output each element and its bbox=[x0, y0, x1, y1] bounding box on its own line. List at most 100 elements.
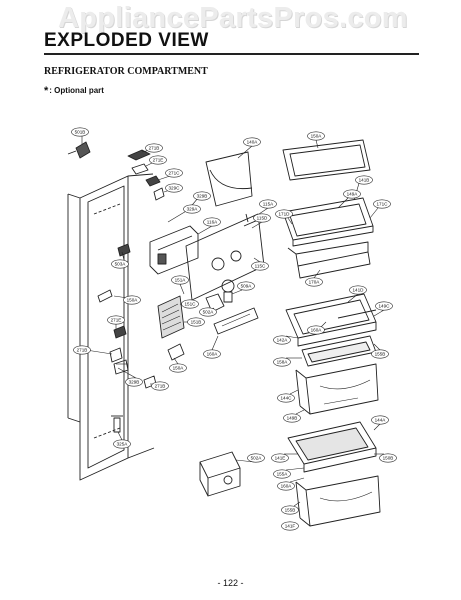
callout-bubble bbox=[275, 209, 293, 219]
callout-label: 158A bbox=[277, 360, 289, 365]
callout-bubble bbox=[379, 453, 397, 463]
refrigerator-liner bbox=[67, 173, 155, 481]
callout-bubble bbox=[343, 189, 361, 199]
callout-bubble bbox=[243, 137, 261, 147]
callout-c19: 141D bbox=[349, 285, 367, 295]
optional-part-legend: *: Optional part bbox=[44, 85, 104, 97]
callout-label: 329A bbox=[187, 207, 199, 212]
callout-c06: 329B bbox=[193, 191, 211, 201]
callout-label: 151C bbox=[185, 302, 197, 307]
callout-bubble bbox=[113, 439, 131, 449]
callout-bubble bbox=[281, 505, 299, 515]
callout-bubble bbox=[251, 261, 269, 271]
callout-bubble bbox=[145, 143, 163, 153]
callout-c34: 160A bbox=[307, 325, 325, 335]
callout-c27: 160A bbox=[203, 349, 221, 359]
callout-c31: 271B bbox=[73, 345, 91, 355]
callout-label: 149A bbox=[347, 192, 359, 197]
callout-bubble bbox=[169, 363, 187, 373]
callout-bubble bbox=[355, 175, 373, 185]
callout-label: 329C bbox=[169, 186, 181, 191]
callout-c40: 144A bbox=[371, 415, 389, 425]
callout-label: 116A bbox=[207, 220, 218, 225]
callout-bubble bbox=[165, 168, 183, 178]
callout-bubble bbox=[111, 259, 129, 269]
callout-bubble bbox=[71, 127, 89, 137]
callout-bubble bbox=[193, 191, 211, 201]
callout-bubble bbox=[181, 299, 199, 309]
callout-labels: 501B 271B 271E 271C 329C 329B 329A 140A 150A 141B… bbox=[71, 127, 397, 531]
callout-c24: 151B bbox=[187, 317, 205, 327]
small-module bbox=[199, 451, 241, 497]
glass-shelf-2 bbox=[285, 293, 377, 347]
title-rule bbox=[44, 53, 419, 55]
callout-c16: 116A bbox=[203, 217, 221, 227]
callout-bubble bbox=[203, 217, 221, 227]
callout-c20: 503A bbox=[111, 259, 129, 269]
callout-c23: 151C bbox=[181, 299, 199, 309]
callout-bubble bbox=[125, 377, 143, 387]
callout-bubble bbox=[307, 325, 325, 335]
callout-label: 155B bbox=[375, 352, 386, 357]
watermark-logo: AppliancePartsPros.com bbox=[58, 2, 408, 34]
callout-label: 501B bbox=[75, 130, 86, 135]
callout-label: 271C bbox=[169, 171, 181, 176]
callout-c25: 509A bbox=[237, 281, 255, 291]
callout-label: 502A bbox=[251, 456, 263, 461]
exploded-view-diagram: 501B 271B 271E 271C 329C 329B 329A 140A 150A 141B… bbox=[67, 127, 397, 531]
callout-label: 115C bbox=[255, 264, 266, 269]
callout-label: 144A bbox=[375, 418, 387, 423]
callout-bubble bbox=[375, 301, 393, 311]
callout-c35: 329B bbox=[125, 377, 143, 387]
callout-label: 115A bbox=[263, 202, 274, 207]
callout-label: 170A bbox=[309, 280, 321, 285]
callout-bubble bbox=[253, 213, 271, 223]
callout-label: 509A bbox=[241, 284, 253, 289]
callout-c02: 271B bbox=[145, 143, 163, 153]
callout-c01: 501B bbox=[71, 127, 89, 137]
callout-bubble bbox=[371, 349, 389, 359]
callout-label: 150A bbox=[311, 134, 323, 139]
curved-cover bbox=[205, 151, 253, 207]
callout-c26: 502A bbox=[199, 307, 217, 317]
callout-label: 271E bbox=[111, 318, 122, 323]
callout-c41: 141E bbox=[271, 453, 289, 463]
callout-c32: 158A bbox=[273, 357, 291, 367]
callout-c42: 502A bbox=[247, 453, 265, 463]
top-glass-shelf bbox=[282, 139, 371, 181]
optional-text: : Optional part bbox=[49, 86, 104, 95]
callout-label: 149B bbox=[287, 416, 298, 421]
callout-bubble bbox=[305, 277, 323, 287]
callout-c44: 325A bbox=[113, 439, 131, 449]
drawer-cover-1 bbox=[287, 241, 371, 279]
top-clips bbox=[127, 149, 165, 201]
callout-c22: 151A bbox=[171, 275, 189, 285]
callout-bubble bbox=[307, 131, 325, 141]
small-parts bbox=[97, 243, 157, 433]
callout-c43: 155A bbox=[273, 469, 291, 479]
callout-bubble bbox=[273, 469, 291, 479]
callout-label: 271E bbox=[153, 158, 164, 163]
callout-bubble bbox=[273, 357, 291, 367]
callout-c11: 149A bbox=[343, 189, 361, 199]
damper-housing bbox=[149, 225, 199, 275]
callout-c05: 329C bbox=[165, 183, 183, 193]
callout-label: 160A bbox=[281, 484, 293, 489]
callout-label: 149C bbox=[379, 304, 391, 309]
callout-label: 141F bbox=[285, 524, 296, 529]
callout-c21: 150A bbox=[123, 295, 141, 305]
callout-label: 140A bbox=[247, 140, 259, 145]
callout-label: 329B bbox=[129, 380, 140, 385]
callout-bubble bbox=[277, 481, 295, 491]
callout-c46: 155B bbox=[281, 505, 299, 515]
callout-c14: 115A bbox=[259, 199, 277, 209]
shelf-frame-2 bbox=[301, 335, 377, 367]
callout-label: 150B bbox=[383, 456, 394, 461]
callout-bubble bbox=[107, 315, 125, 325]
callout-bubble bbox=[371, 415, 389, 425]
callout-c48: 141F bbox=[281, 521, 299, 531]
callout-label: 171D bbox=[279, 212, 291, 217]
callout-c10: 141B bbox=[355, 175, 373, 185]
hinge-cap bbox=[167, 343, 185, 361]
callout-c38: 144C bbox=[277, 393, 295, 403]
